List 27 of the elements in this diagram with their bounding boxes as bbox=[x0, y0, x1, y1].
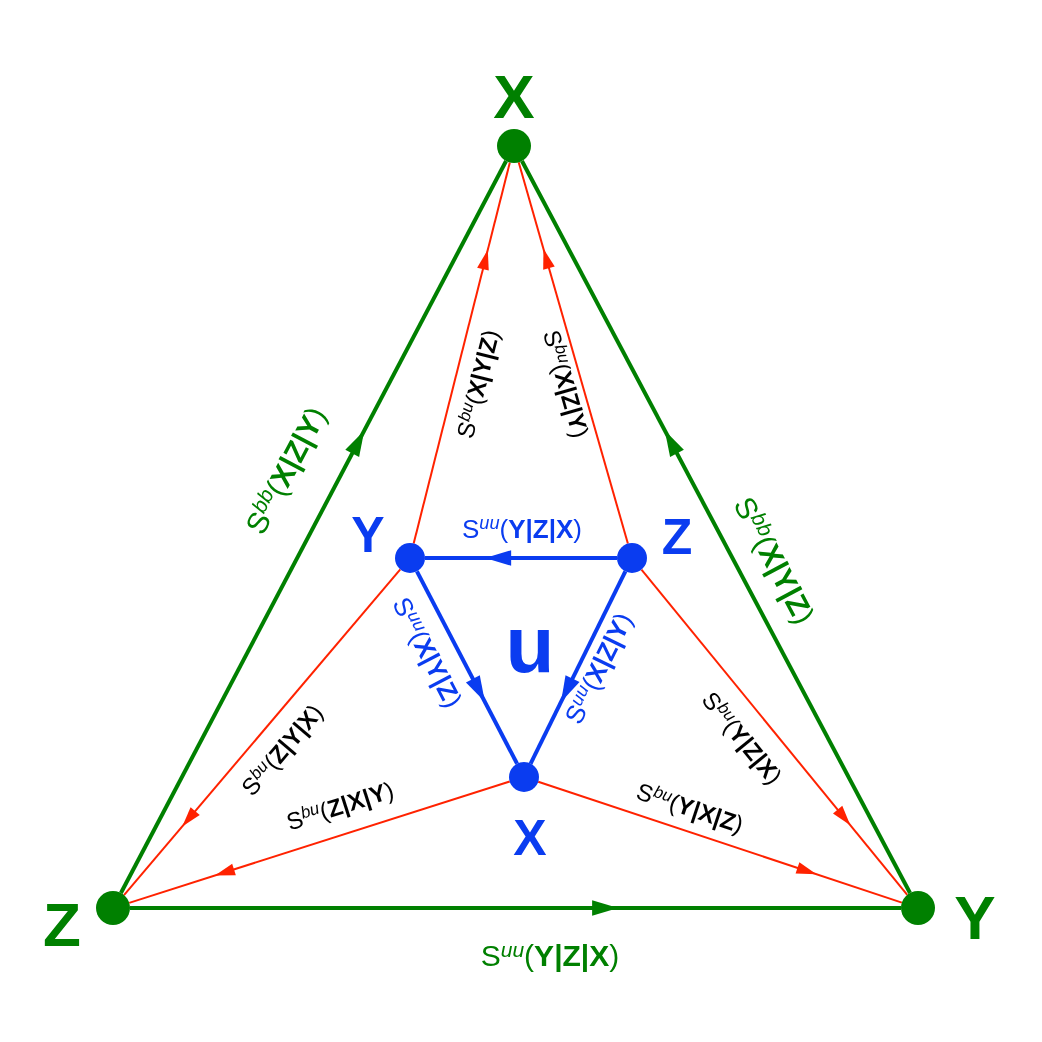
vertex-letter: Z bbox=[43, 894, 81, 956]
arrow bbox=[119, 160, 508, 894]
edge-label: S$^{uu}$(Y|Z|X) bbox=[462, 514, 582, 542]
arrow bbox=[640, 568, 909, 896]
node-dot bbox=[509, 762, 539, 792]
arrow bbox=[130, 900, 901, 916]
arrow bbox=[123, 568, 402, 897]
vertex-letter: Y bbox=[351, 510, 385, 560]
arrow bbox=[128, 780, 511, 904]
arrow bbox=[528, 570, 628, 765]
node-dot bbox=[497, 129, 531, 163]
region-label: u bbox=[505, 605, 555, 685]
vertex-letter: Y bbox=[954, 887, 996, 949]
arrow bbox=[412, 161, 511, 545]
node-dot bbox=[96, 891, 130, 925]
arrow bbox=[520, 160, 912, 894]
arrow bbox=[425, 550, 617, 566]
node-dot bbox=[901, 891, 935, 925]
arrow bbox=[415, 570, 519, 765]
vertex-letter: X bbox=[493, 66, 535, 128]
vertex-letter: Z bbox=[661, 512, 693, 562]
node-dot bbox=[395, 543, 425, 573]
arrow bbox=[517, 161, 629, 545]
vertex-letter: X bbox=[513, 813, 547, 863]
node-dot bbox=[617, 543, 647, 573]
edge-label: S$^{uu}$(Y|Z|X) bbox=[480, 938, 620, 972]
arrow bbox=[537, 780, 903, 904]
